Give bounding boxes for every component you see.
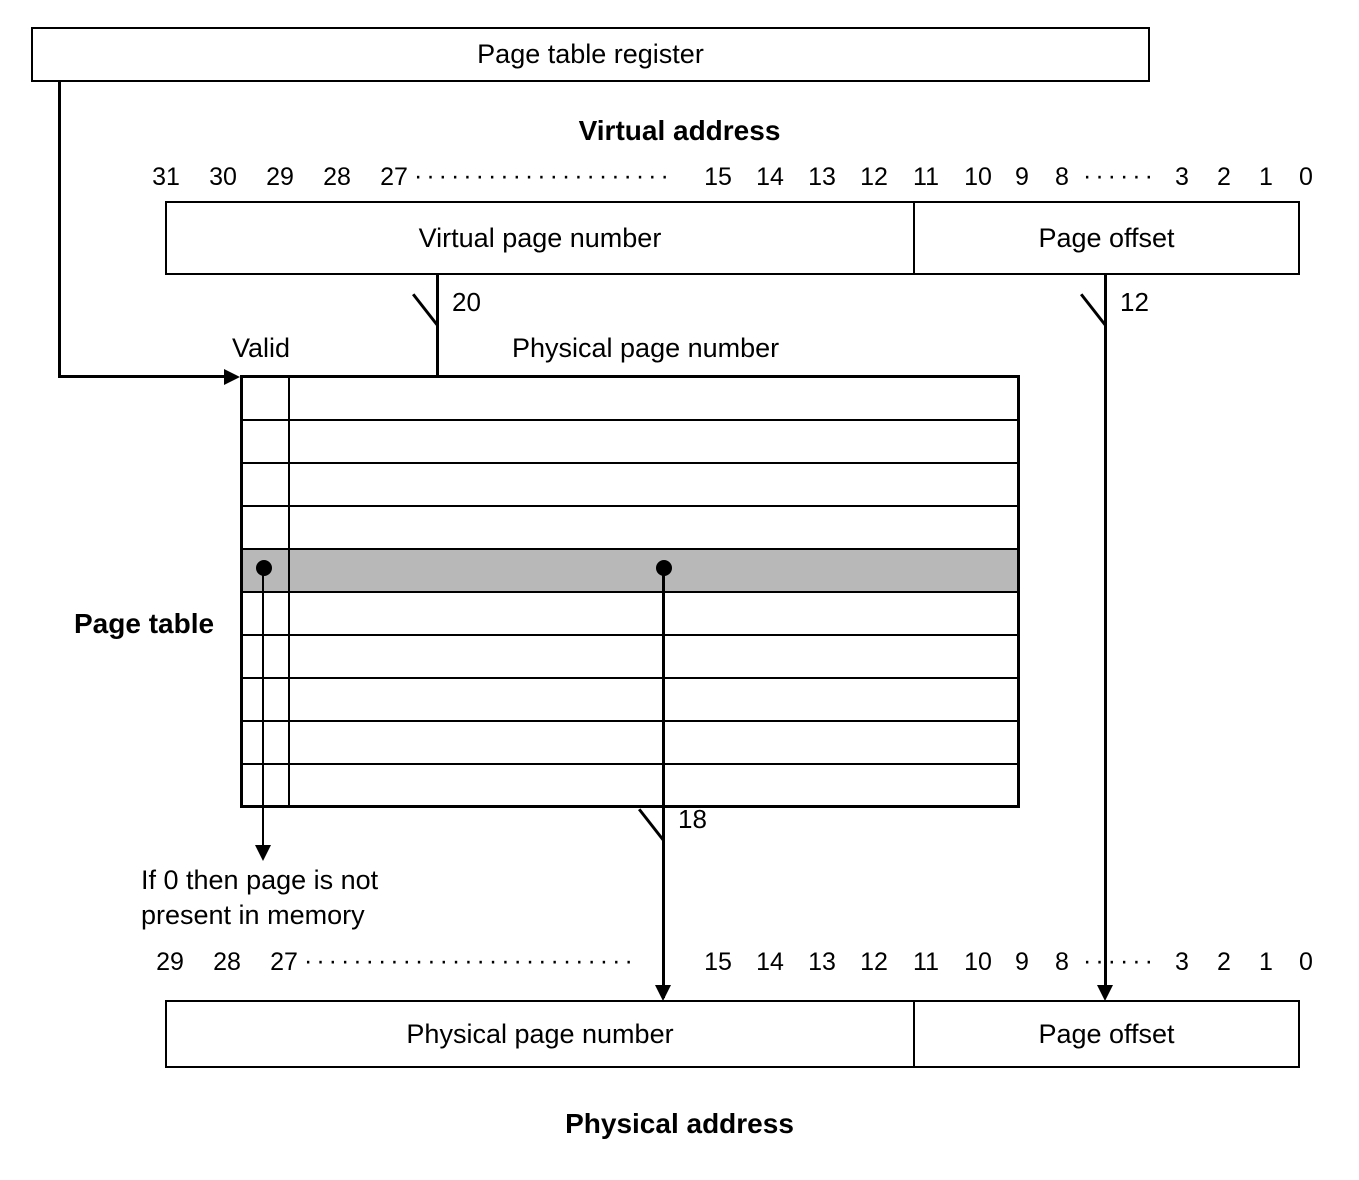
- virtual-address-title: Virtual address: [578, 115, 781, 146]
- ppn-width-label: 18: [678, 804, 707, 834]
- pa-bit-10: 10: [964, 948, 992, 976]
- page-table-label: Page table: [74, 608, 215, 639]
- page-table-grid: [240, 375, 1020, 808]
- va-bit-11: 11: [913, 163, 939, 191]
- offset-arrow-line: [1104, 275, 1107, 997]
- valid-bit-arrow-head: [255, 845, 271, 861]
- va-bit-8: 8: [1055, 163, 1069, 191]
- table-row: [243, 378, 1017, 421]
- pa-bit-12: 12: [860, 948, 888, 976]
- valid-column-header: Valid: [232, 333, 291, 363]
- table-row: [243, 722, 1017, 765]
- virtual-page-number-label: Virtual page number: [418, 222, 662, 253]
- va-bit-1: 1: [1259, 163, 1273, 191]
- pa-bit-11: 11: [913, 948, 939, 976]
- vpn-width-slash: [412, 293, 439, 327]
- physical-address-box: Physical page number Page offset: [165, 1000, 1300, 1068]
- physical-page-number-column-header: Physical page number: [512, 333, 780, 363]
- pa-bit-3: 3: [1175, 948, 1189, 976]
- virtual-page-number-field: Virtual page number: [167, 203, 915, 273]
- virtual-page-offset-field: Page offset: [915, 203, 1298, 273]
- pa-ellipsis-low: ······: [1083, 947, 1157, 975]
- valid-column-divider: [288, 378, 290, 805]
- va-bit-31: 31: [152, 163, 180, 191]
- physical-page-number-label: Physical page number: [406, 1018, 674, 1049]
- physical-page-number-field: Physical page number: [167, 1002, 915, 1066]
- pa-bit-9: 9: [1015, 948, 1029, 976]
- virtual-address-box: Virtual page number Page offset: [165, 201, 1300, 275]
- va-bit-30: 30: [209, 163, 237, 191]
- va-bit-15: 15: [704, 163, 732, 191]
- va-bit-14: 14: [756, 163, 784, 191]
- ppn-arrow-head: [655, 985, 671, 1001]
- va-bit-10: 10: [964, 163, 992, 191]
- va-ellipsis-low: ······: [1083, 162, 1157, 190]
- pa-bit-2: 2: [1217, 948, 1231, 976]
- table-row: [243, 507, 1017, 550]
- physical-address-title: Physical address: [565, 1108, 794, 1139]
- va-ellipsis-high: ·····················: [414, 162, 673, 190]
- pa-bit-29: 29: [156, 948, 184, 976]
- offset-width-slash: [1080, 293, 1107, 327]
- va-bit-12: 12: [860, 163, 888, 191]
- va-bit-28: 28: [323, 163, 351, 191]
- va-bit-0: 0: [1299, 163, 1313, 191]
- pa-bit-0: 0: [1299, 948, 1313, 976]
- table-row: [243, 421, 1017, 464]
- pa-bit-8: 8: [1055, 948, 1069, 976]
- pa-bit-1: 1: [1259, 948, 1273, 976]
- pa-bit-27: 27: [270, 948, 298, 976]
- physical-address-bit-ruler: 29 28 27 ··························· 15 …: [0, 947, 1359, 977]
- virtual-page-offset-label: Page offset: [1038, 222, 1175, 253]
- register-connector-horizontal: [58, 375, 226, 378]
- virtual-address-bit-ruler: 31 30 29 28 27 ····················· 15 …: [0, 162, 1359, 192]
- table-row: [243, 636, 1017, 679]
- register-connector-arrowhead: [224, 369, 240, 385]
- pa-bit-13: 13: [808, 948, 836, 976]
- physical-page-offset-label: Page offset: [1038, 1018, 1175, 1049]
- physical-page-offset-field: Page offset: [915, 1002, 1298, 1066]
- ppn-arrow-line: [662, 568, 665, 998]
- valid-bit-dot: [256, 560, 272, 576]
- offset-width-label: 12: [1120, 287, 1149, 317]
- vpn-width-label: 20: [452, 287, 481, 317]
- va-bit-27: 27: [380, 163, 408, 191]
- offset-arrow-head: [1097, 985, 1113, 1001]
- va-bit-3: 3: [1175, 163, 1189, 191]
- table-row-selected: [243, 550, 1017, 593]
- va-bit-13: 13: [808, 163, 836, 191]
- ppn-width-slash: [638, 808, 665, 842]
- table-row: [243, 593, 1017, 636]
- pa-bit-14: 14: [756, 948, 784, 976]
- valid-bit-line: [262, 568, 264, 855]
- page-table-register-label: Page table register: [477, 39, 704, 69]
- valid-bit-note-line1: If 0 then page is not: [141, 865, 379, 895]
- va-bit-9: 9: [1015, 163, 1029, 191]
- table-row: [243, 765, 1017, 805]
- pa-ellipsis-high: ···························: [304, 947, 637, 975]
- table-row: [243, 679, 1017, 722]
- table-row: [243, 464, 1017, 507]
- pa-bit-28: 28: [213, 948, 241, 976]
- register-connector-vertical: [58, 82, 61, 378]
- va-bit-29: 29: [266, 163, 294, 191]
- pa-bit-15: 15: [704, 948, 732, 976]
- va-bit-2: 2: [1217, 163, 1231, 191]
- page-table-register-box: Page table register: [31, 27, 1150, 82]
- valid-bit-note-line2: present in memory: [141, 900, 365, 930]
